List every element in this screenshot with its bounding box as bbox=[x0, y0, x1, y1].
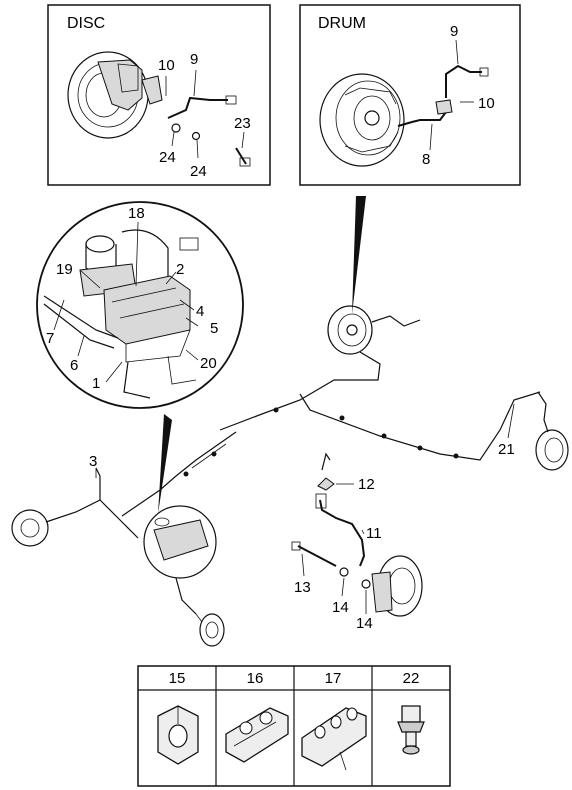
callout-10-disc: 10 bbox=[158, 57, 175, 74]
callout-7: 7 bbox=[46, 330, 54, 347]
callout-9-disc: 9 bbox=[190, 51, 198, 68]
drum-inset-title: DRUM bbox=[318, 15, 366, 32]
callout-5: 5 bbox=[210, 320, 218, 337]
callout-23: 23 bbox=[234, 115, 251, 132]
callout-1: 1 bbox=[92, 375, 100, 392]
callout-19: 19 bbox=[56, 261, 73, 278]
clip-17-icon bbox=[301, 707, 367, 771]
callout-9-drum: 9 bbox=[450, 23, 458, 40]
disc-inset: DISC 10 9 23 24 24 bbox=[47, 4, 271, 186]
parts-table: 15 16 17 22 bbox=[137, 665, 451, 787]
callout-20: 20 bbox=[200, 355, 217, 372]
hcu-pointer bbox=[158, 414, 172, 514]
callout-11: 11 bbox=[366, 525, 382, 542]
callout-24-a: 24 bbox=[159, 149, 176, 166]
callout-13: 13 bbox=[294, 579, 311, 596]
fastener-22-icon bbox=[397, 705, 425, 755]
callout-4: 4 bbox=[196, 303, 204, 320]
clip-16-icon bbox=[225, 707, 289, 763]
callout-3: 3 bbox=[89, 453, 97, 470]
callout-14-a: 14 bbox=[332, 599, 349, 616]
callout-8: 8 bbox=[422, 151, 430, 168]
callout-10-drum: 10 bbox=[478, 95, 495, 112]
drum-pointer bbox=[352, 196, 366, 314]
callout-24-b: 24 bbox=[190, 163, 207, 180]
callout-12: 12 bbox=[358, 476, 375, 493]
callout-21: 21 bbox=[498, 441, 515, 458]
callout-2: 2 bbox=[176, 261, 184, 278]
parts-header-17: 17 bbox=[325, 670, 342, 687]
callout-6: 6 bbox=[70, 357, 78, 374]
hcu-detail: 18 19 2 4 5 20 7 6 1 bbox=[36, 201, 244, 409]
callout-14-b: 14 bbox=[356, 615, 373, 632]
disc-inset-title: DISC bbox=[67, 15, 105, 32]
drum-inset: DRUM 9 10 8 bbox=[299, 4, 521, 186]
clip-15-icon bbox=[157, 705, 199, 765]
front-hose-detail: 12 11 13 14 14 bbox=[291, 452, 423, 632]
parts-header-22: 22 bbox=[403, 670, 420, 687]
main-brake-lines: 21 3 bbox=[11, 305, 569, 647]
callout-18: 18 bbox=[128, 205, 145, 222]
parts-header-16: 16 bbox=[247, 670, 264, 687]
parts-header-15: 15 bbox=[169, 670, 186, 687]
